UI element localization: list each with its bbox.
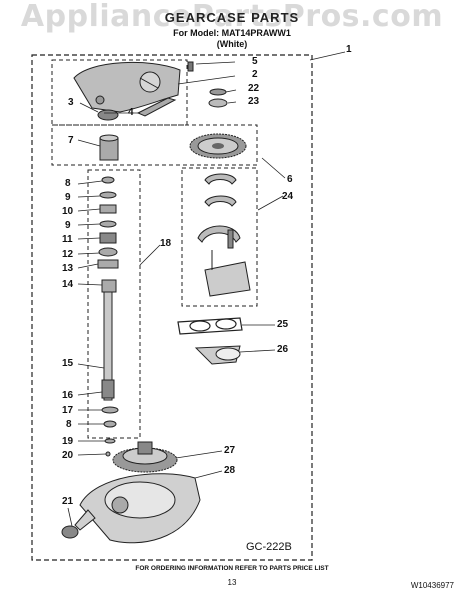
callout-28: 28	[224, 465, 236, 476]
callout-26: 26	[277, 344, 289, 355]
callout-19: 19	[62, 436, 74, 447]
page-title: GEARCASE PARTS	[164, 10, 300, 25]
drive-gear	[189, 133, 247, 159]
callout-9b: 9	[65, 220, 71, 231]
shaft-bottom-parts	[101, 406, 119, 457]
washer-part	[209, 88, 227, 96]
callout-4: 4	[128, 107, 134, 118]
gear-27	[112, 441, 178, 473]
callout-18: 18	[160, 238, 172, 249]
callout-8: 8	[65, 178, 71, 189]
gasket-part	[136, 97, 177, 117]
color-line: (White)	[216, 39, 248, 49]
callout-9: 9	[65, 192, 71, 203]
shaft-stack	[97, 176, 119, 293]
callout-8b: 8	[66, 419, 72, 430]
callout-6: 6	[287, 174, 293, 185]
callout-25: 25	[277, 319, 289, 330]
shaft-group-box	[87, 169, 141, 439]
callout-2: 2	[252, 69, 258, 80]
callout-11: 11	[62, 234, 73, 245]
shifter-parts	[197, 173, 251, 297]
callout-22: 22	[248, 83, 260, 94]
agitate-shaft	[101, 291, 115, 401]
screw-part	[187, 61, 194, 72]
callout-14: 14	[62, 279, 74, 290]
callout-16: 16	[62, 390, 74, 401]
callout-15: 15	[62, 358, 74, 369]
document-number: W10436977	[410, 581, 454, 590]
ordering-note: FOR ORDERING INFORMATION REFER TO PARTS …	[135, 565, 329, 572]
callout-24: 24	[282, 191, 294, 202]
callout-3: 3	[68, 97, 74, 108]
callout-23: 23	[248, 96, 260, 107]
watermark: AppliancePartsPros.com	[20, 0, 444, 34]
washer-part	[208, 98, 228, 108]
gear-case-cover	[73, 62, 181, 113]
cover-group-box	[51, 59, 188, 126]
model-line: For Model: MAT14PRAWW1	[173, 28, 291, 38]
callout-10: 10	[62, 206, 74, 217]
callout-20: 20	[62, 450, 74, 461]
gear-group-box	[51, 124, 258, 166]
callout-17: 17	[62, 405, 74, 416]
callout-13: 13	[62, 263, 74, 274]
pinion-gear	[99, 134, 119, 161]
seal-21	[61, 525, 79, 539]
gear-case	[74, 473, 201, 544]
callout-12: 12	[62, 249, 74, 260]
callout-1: 1	[346, 44, 352, 55]
page-number: 13	[227, 578, 237, 587]
bracket-26	[194, 345, 241, 365]
seal-part	[97, 109, 119, 121]
callout-21: 21	[62, 496, 74, 507]
shifter-group-box	[181, 167, 258, 307]
gasket-25	[177, 317, 243, 335]
callout-27: 27	[224, 445, 236, 456]
callout-5: 5	[252, 56, 258, 67]
outer-frame	[31, 54, 313, 561]
leader-lines	[67, 51, 346, 527]
callout-7: 7	[68, 135, 74, 146]
diagram-code: GC-222B	[246, 541, 292, 553]
